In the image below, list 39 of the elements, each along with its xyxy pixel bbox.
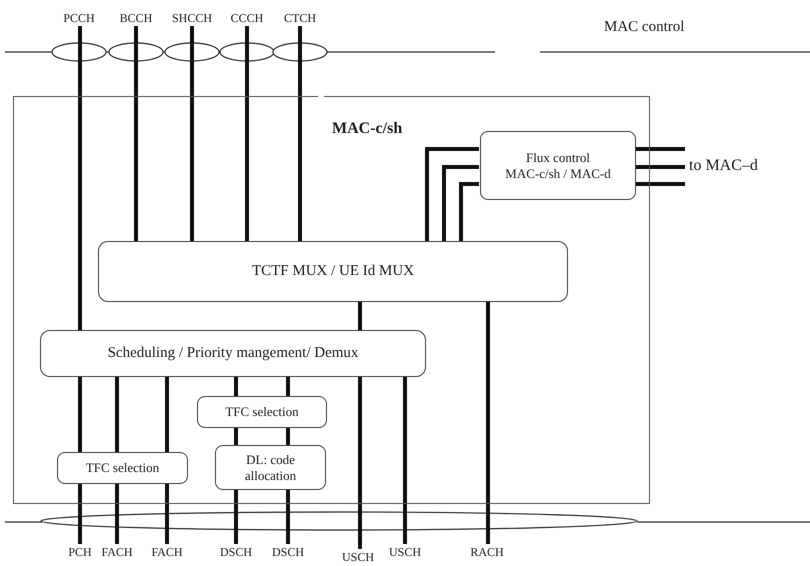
channel-line — [115, 484, 119, 544]
channel-line — [486, 302, 490, 544]
tfc-selection-box — [57, 452, 188, 484]
channel-line — [425, 147, 479, 241]
channel-line — [635, 165, 685, 169]
channel-line — [358, 302, 362, 330]
channel-line — [358, 377, 362, 549]
flux-control-box — [480, 131, 636, 200]
channel-line — [635, 182, 685, 186]
channel-line — [234, 377, 238, 396]
scheduling-box — [40, 330, 426, 377]
code-allocation-box — [215, 445, 326, 490]
channel-line — [635, 147, 685, 151]
channel-line — [234, 428, 238, 445]
channel-line — [78, 377, 82, 452]
channel-line — [286, 428, 290, 445]
mac-block-frame — [13, 96, 650, 504]
channel-line — [459, 182, 479, 241]
channel-line — [165, 377, 169, 452]
channel-line — [442, 165, 479, 241]
mux-box — [98, 241, 568, 302]
channel-line — [234, 490, 238, 544]
channel-line — [115, 377, 119, 452]
box-label: TFC selection — [86, 460, 160, 476]
channel-line — [165, 484, 169, 544]
box-label: DL: code allocation — [244, 452, 298, 484]
box-label: TFC selection — [225, 404, 299, 420]
channel-line — [286, 490, 290, 544]
tfc-selection-box — [197, 396, 327, 428]
block-heading: MAC-c/sh — [332, 120, 402, 138]
box-sublabel: MAC-c/sh / MAC-d — [505, 166, 611, 182]
box-label: Scheduling / Priority mangement/ Demux — [108, 344, 358, 362]
section-label: MAC control — [604, 19, 684, 36]
channel-label: to MAC–d — [685, 145, 775, 187]
channel-line — [78, 484, 82, 544]
box-label: TCTF MUX / UE Id MUX — [252, 262, 414, 280]
box-label: Flux control — [526, 150, 590, 166]
channel-line — [286, 377, 290, 396]
channel-line — [403, 377, 407, 544]
